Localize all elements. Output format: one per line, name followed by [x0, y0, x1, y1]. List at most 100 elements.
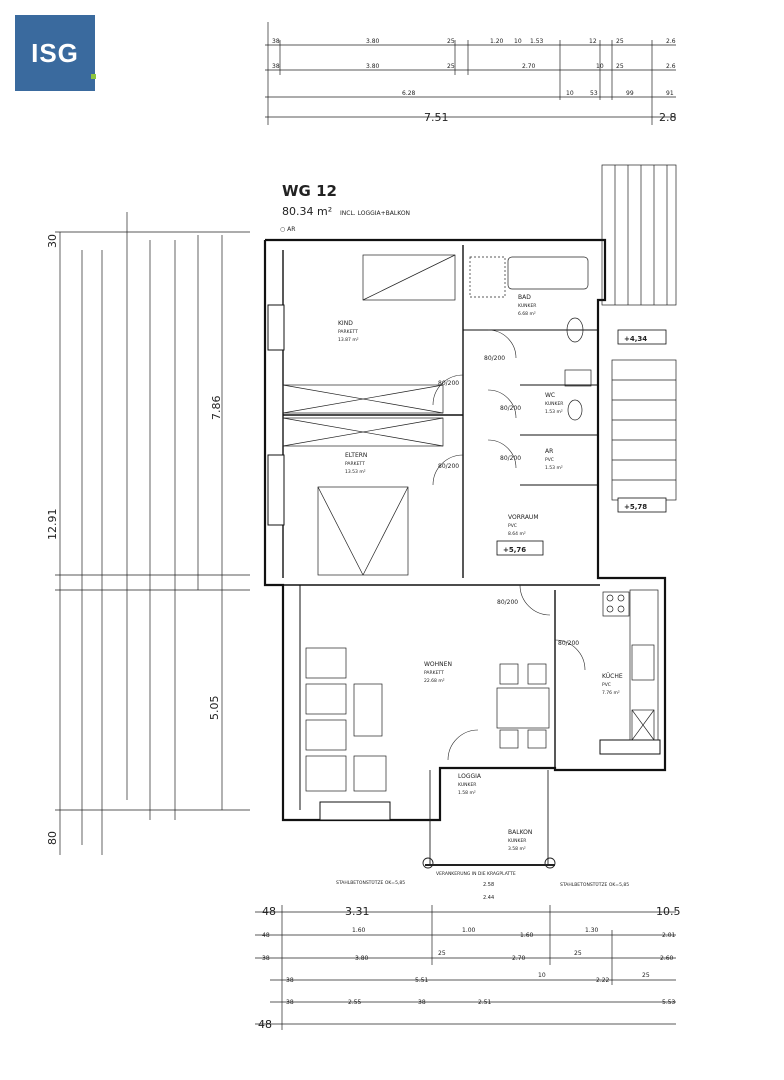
note-kragplatte: VERANKERUNG IN DIE KRAGPLATTE — [436, 871, 516, 877]
dim-label: 25 — [447, 38, 455, 45]
logo-accent — [91, 74, 96, 79]
room-bad: BAD KUNKER 6.68 m² — [518, 294, 536, 317]
note-stahl-left: STAHLBETONSTÜTZE OK=5,85 — [336, 879, 405, 886]
doors — [432, 329, 586, 761]
dim-label: 10.5 — [656, 905, 681, 918]
living-furniture — [305, 647, 550, 792]
room-kueche: KÜCHE PVC 7.76 m² — [602, 673, 623, 696]
dim-label: 1.53 — [530, 38, 544, 45]
svg-text:VORRAUM: VORRAUM — [508, 514, 539, 521]
room-wohnen: WOHNEN PARKETT 22.68 m² — [424, 661, 452, 684]
svg-text:13.87 m²: 13.87 m² — [338, 337, 359, 343]
unit-area: 80.34 m² — [282, 205, 332, 218]
dim-label: 38 — [286, 977, 294, 984]
balkon — [422, 770, 556, 869]
dim-label: 10 — [538, 972, 546, 979]
dim-label: 2.70 — [512, 955, 526, 962]
dim-label: 99 — [626, 90, 634, 97]
svg-text:1.53 m²: 1.53 m² — [545, 465, 563, 471]
dim-total: 7.51 — [424, 111, 449, 124]
dim-label: 2.70 — [522, 63, 536, 70]
dim-label: 12 — [589, 38, 597, 45]
svg-text:13.53 m²: 13.53 m² — [345, 469, 366, 475]
svg-text:6.68 m²: 6.68 m² — [518, 311, 536, 317]
dim-label: 38 — [286, 999, 294, 1006]
dim-label: 2.55 — [348, 999, 362, 1006]
dim-label: 3.80 — [366, 63, 380, 70]
dim-label: 30 — [46, 234, 59, 248]
level-markers — [496, 329, 667, 556]
structural-notes: STAHLBETONSTÜTZE OK=5,85 STAHLBETONSTÜTZ… — [336, 871, 629, 901]
wardrobe — [282, 254, 456, 576]
svg-text:PVC: PVC — [545, 457, 554, 463]
svg-text:1.53 m²: 1.53 m² — [545, 409, 563, 415]
dim-label: 25 — [438, 950, 446, 957]
dim-label: 25 — [447, 63, 455, 70]
svg-text:WOHNEN: WOHNEN — [424, 661, 452, 668]
dim-label: 25 — [642, 972, 650, 979]
bottom-dim-labels: 48 3.31 10.5 48 1.60 1.00 1.60 1.30 2.01… — [258, 905, 681, 1031]
dim-label: 10 — [596, 63, 604, 70]
svg-text:KUNKER: KUNKER — [518, 303, 536, 309]
door-label: 80/200 — [438, 380, 459, 387]
bath-fixtures — [469, 256, 592, 421]
top-dim-labels: 38 3.80 25 1.20 10 1.53 12 25 2.6 38 3.8… — [272, 38, 677, 124]
svg-text:KIND: KIND — [338, 320, 353, 327]
room-loggia: LOGGIA KUNKER 1.58 m² — [458, 773, 482, 796]
bottom-dimensions — [255, 905, 676, 1030]
dim-label: 2.6 — [666, 38, 676, 45]
svg-text:KUNKER: KUNKER — [508, 838, 526, 844]
dim-label: 10 — [514, 38, 522, 45]
note-stahl-right: STAHLBETONSTÜTZE OK=5,85 — [560, 881, 629, 888]
balkon-dim: 2.58 — [483, 882, 494, 888]
unit-ar-note: ○ AR — [280, 226, 295, 233]
level-box — [617, 329, 667, 345]
dim-label: 1.30 — [585, 927, 599, 934]
dim-label: 3.31 — [345, 905, 370, 918]
windows — [267, 304, 661, 821]
dim-label: 48 — [262, 905, 276, 918]
svg-text:7.76 m²: 7.76 m² — [602, 690, 620, 696]
dim-label: 2.51 — [478, 999, 492, 1006]
dim-label: 5.51 — [415, 977, 429, 984]
balkon-dim: 2.44 — [483, 895, 494, 901]
dim-total: 2.8 — [659, 111, 677, 124]
level-label: +4,34 — [624, 335, 647, 343]
unit-title-block: WG 12 80.34 m² INCL. LOGGIA+BALKON ○ AR — [280, 182, 410, 233]
stairwell — [601, 164, 677, 501]
dim-label: 1.60 — [520, 932, 534, 939]
room-wc: WC KUNKER 1.53 m² — [545, 392, 563, 415]
logo-text: ISG — [31, 37, 79, 68]
svg-text:WC: WC — [545, 392, 555, 399]
left-dim-labels: 30 12.91 7.86 5.05 80 — [46, 234, 223, 845]
svg-text:PARKETT: PARKETT — [424, 670, 444, 676]
door-label: 80/200 — [497, 599, 518, 606]
left-dimensions — [55, 212, 250, 855]
door-label: 80/200 — [438, 463, 459, 470]
dim-label: 38 — [272, 38, 280, 45]
dim-label: 3.80 — [366, 38, 380, 45]
dim-lower-total: 5.05 — [208, 696, 221, 721]
top-dimensions — [265, 22, 676, 125]
svg-text:1.58 m²: 1.58 m² — [458, 790, 476, 796]
dim-label: 48 — [262, 932, 270, 939]
dim-label: 91 — [666, 90, 674, 97]
dim-label: 3.80 — [355, 955, 369, 962]
svg-text:ELTERN: ELTERN — [345, 452, 367, 459]
dim-overall: 12.91 — [46, 509, 59, 541]
door-label: 80/200 — [484, 355, 505, 362]
svg-text:PARKETT: PARKETT — [338, 329, 358, 335]
dim-label: 1.20 — [490, 38, 504, 45]
dim-label: 10 — [566, 90, 574, 97]
door-labels: 80/200 80/200 80/200 80/200 80/200 80/20… — [438, 355, 579, 647]
unit-name: WG 12 — [282, 182, 337, 200]
door-label: 80/200 — [558, 640, 579, 647]
dim-label: 25 — [574, 950, 582, 957]
level-box — [496, 540, 544, 556]
svg-text:KÜCHE: KÜCHE — [602, 673, 623, 680]
room-vorraum: VORRAUM PVC 8.64 m² — [508, 514, 539, 537]
dim-label: 38 — [418, 999, 426, 1006]
dim-label: 2.22 — [596, 977, 610, 984]
level-labels: +4,34 +5,78 +5,76 — [503, 335, 647, 554]
